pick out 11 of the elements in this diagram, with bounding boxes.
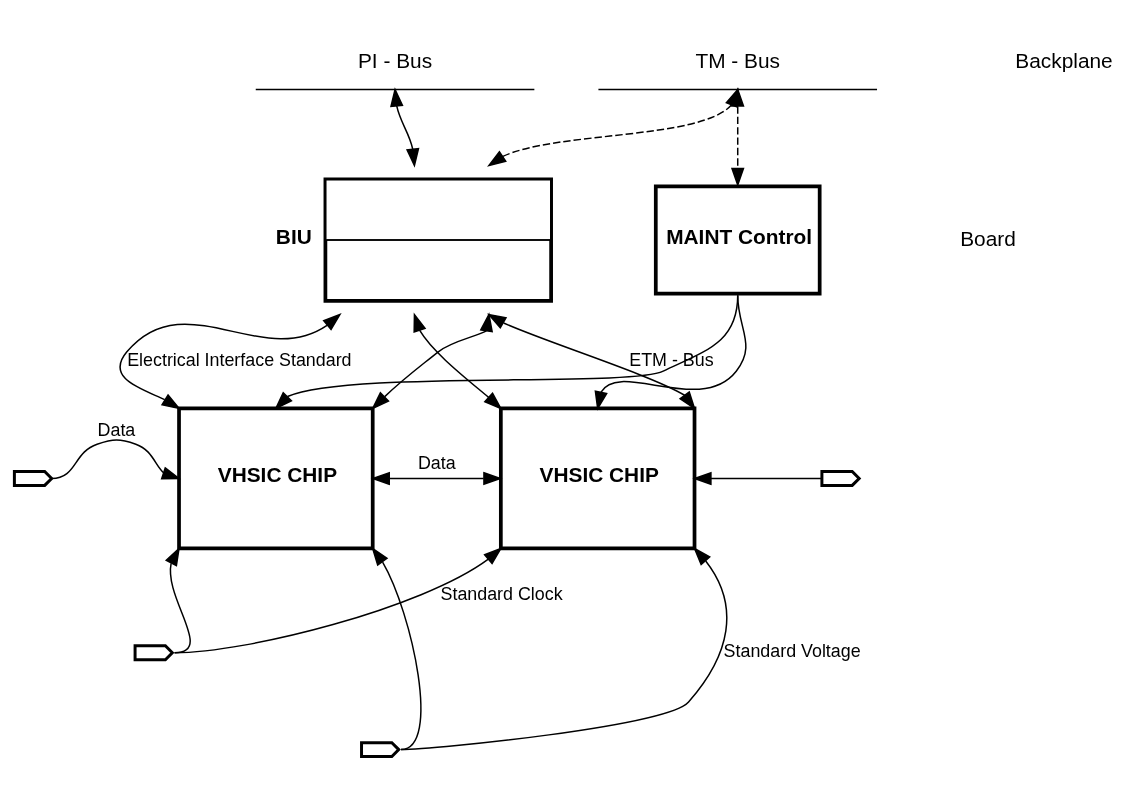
node-text: PI - Bus bbox=[357, 49, 433, 73]
edge-label: Data bbox=[417, 452, 456, 473]
edge-label: Standard Voltage bbox=[723, 641, 861, 662]
label: Board bbox=[960, 226, 1016, 250]
edge-label: ETM - Bus bbox=[629, 350, 714, 371]
label: Backplane bbox=[1015, 49, 1113, 73]
node-label: BIU bbox=[275, 225, 312, 249]
edge-label: Standard Clock bbox=[440, 584, 563, 605]
node-text: TM - Bus bbox=[695, 49, 780, 73]
edge-label: Data bbox=[97, 420, 136, 441]
edge-label: Electrical Interface Standard bbox=[127, 350, 352, 371]
